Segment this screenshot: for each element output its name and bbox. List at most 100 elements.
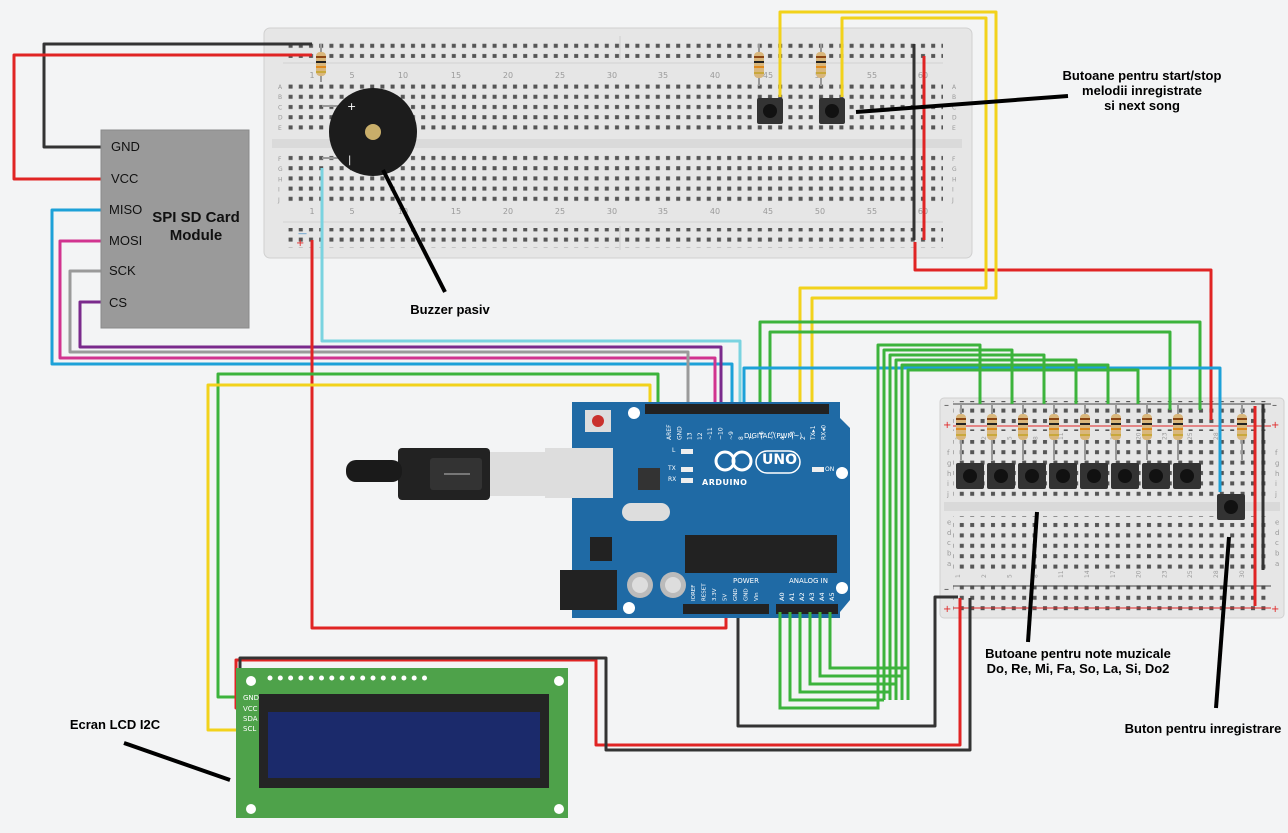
label-lcd: Ecran LCD I2C — [69, 717, 161, 732]
pushbutton-note-7[interactable] — [1142, 463, 1170, 489]
row-letter: e — [1275, 518, 1279, 526]
row-letter: b — [947, 550, 952, 558]
analog-wires — [778, 612, 910, 710]
column-number: 8 — [1032, 574, 1039, 578]
column-number: 15 — [451, 207, 461, 216]
row-letter: I — [952, 187, 954, 194]
column-number: 14 — [1084, 570, 1091, 578]
pin-label: ~5 — [769, 431, 776, 440]
pin-label: TX▸1 — [810, 425, 817, 441]
pin-label: 5V — [723, 594, 729, 601]
sd-pin-sck: SCK — [109, 263, 136, 278]
pushbutton-note-6[interactable] — [1111, 463, 1139, 489]
row-letter: c — [1275, 539, 1279, 547]
pushbutton-note-4[interactable] — [1049, 463, 1077, 489]
power-rail-bottom-right — [953, 582, 1271, 612]
row-letter: F — [952, 156, 956, 163]
power-rail-bottom — [283, 228, 943, 248]
pushbutton-note-5[interactable] — [1080, 463, 1108, 489]
pin-label: A4 — [818, 592, 826, 601]
wire-analog-a3 — [808, 612, 898, 700]
column-number: 20 — [1136, 570, 1143, 578]
column-number: 11 — [1058, 570, 1065, 578]
resistor-top-3 — [816, 44, 826, 86]
row-letter: j — [1274, 491, 1277, 499]
lcd-pin-hole — [288, 675, 294, 681]
column-number: 35 — [658, 207, 668, 216]
row-letter: G — [952, 166, 957, 173]
lcd-pin-hole — [349, 675, 355, 681]
pin-label: 3.3V — [712, 588, 718, 601]
terminal-strip-bottom-right — [953, 516, 1271, 574]
power-rail-top — [283, 38, 943, 58]
wire-sd-cs — [78, 300, 723, 410]
row-letter: H — [278, 176, 283, 183]
pushbutton-start-stop[interactable] — [757, 98, 783, 124]
pointer-lcd — [123, 741, 231, 782]
lcd-pin-hole — [360, 675, 366, 681]
pin-label: Vin — [754, 592, 760, 601]
row-letter: C — [278, 104, 282, 111]
usb-port — [545, 448, 613, 498]
resistor-note-7 — [1142, 404, 1152, 460]
column-number: 8 — [1032, 436, 1039, 440]
pointer-note-buttons — [1026, 511, 1039, 643]
svg-text:|: | — [348, 155, 351, 166]
pushbutton-note-3[interactable] — [1018, 463, 1046, 489]
arduino-model: UNO — [762, 452, 797, 468]
note-wires — [876, 343, 1140, 700]
row-letter: j — [946, 491, 949, 499]
pushbutton-note-1[interactable] — [956, 463, 984, 489]
sd-pin-vcc: VCC — [111, 171, 139, 186]
column-number: 30 — [607, 207, 617, 216]
resistor-note-6 — [1111, 404, 1121, 460]
rail-minus: — — [298, 229, 307, 239]
row-letter: D — [952, 115, 957, 122]
column-number: 2 — [981, 436, 988, 440]
row-letter: b — [1275, 550, 1280, 558]
row-letter: I — [278, 187, 280, 194]
pin-label: A5 — [828, 592, 836, 601]
wire-lcd-scl — [206, 383, 652, 732]
pin-label: A1 — [788, 592, 796, 601]
sd-module-title: SPI SD Card Module — [152, 209, 240, 244]
row-letter: E — [952, 125, 956, 132]
pointer-control-buttons — [855, 94, 1069, 114]
column-number: 1 — [309, 71, 314, 80]
rail-plus-right4: + — [1271, 604, 1279, 615]
on-label: ON — [825, 466, 835, 473]
row-letter: f — [947, 449, 950, 457]
wire-btn-next — [798, 16, 988, 410]
pushbutton-note-8[interactable] — [1173, 463, 1201, 489]
pushbutton-note-2[interactable] — [987, 463, 1015, 489]
rail-plus-right3: + — [943, 604, 951, 615]
column-number: 25 — [555, 71, 565, 80]
row-letter: h — [947, 470, 951, 478]
arduino-brand: ARDUINO — [702, 478, 748, 487]
column-number: 10 — [398, 71, 408, 80]
wire-note-4 — [894, 358, 1078, 700]
lcd-pin-hole — [277, 675, 283, 681]
pushbutton-record[interactable] — [1217, 494, 1245, 520]
wire-5v — [310, 240, 728, 630]
wire-analog-a0 — [778, 612, 880, 710]
lcd-pin-sda: SDA — [243, 715, 258, 723]
label-buzzer: Buzzer pasiv — [410, 302, 490, 317]
wire-buzzer — [320, 168, 742, 410]
column-number: 5 — [1007, 436, 1014, 440]
pushbutton-next-song[interactable] — [819, 98, 845, 124]
lcd-pin-hole — [370, 675, 376, 681]
pin-label: RX◂0 — [821, 425, 828, 440]
column-number: 40 — [710, 71, 720, 80]
lcd-pin-hole — [329, 675, 335, 681]
wire-analog-a4 — [818, 612, 904, 700]
lcd-pin-hole — [339, 675, 345, 681]
rail-plus: + — [296, 238, 304, 249]
column-number: 30 — [1239, 570, 1246, 578]
column-number: 5 — [349, 207, 354, 216]
resistor-note-8 — [1173, 404, 1183, 460]
wire-d7 — [758, 320, 1202, 410]
wire-lcd-sda — [216, 372, 660, 699]
